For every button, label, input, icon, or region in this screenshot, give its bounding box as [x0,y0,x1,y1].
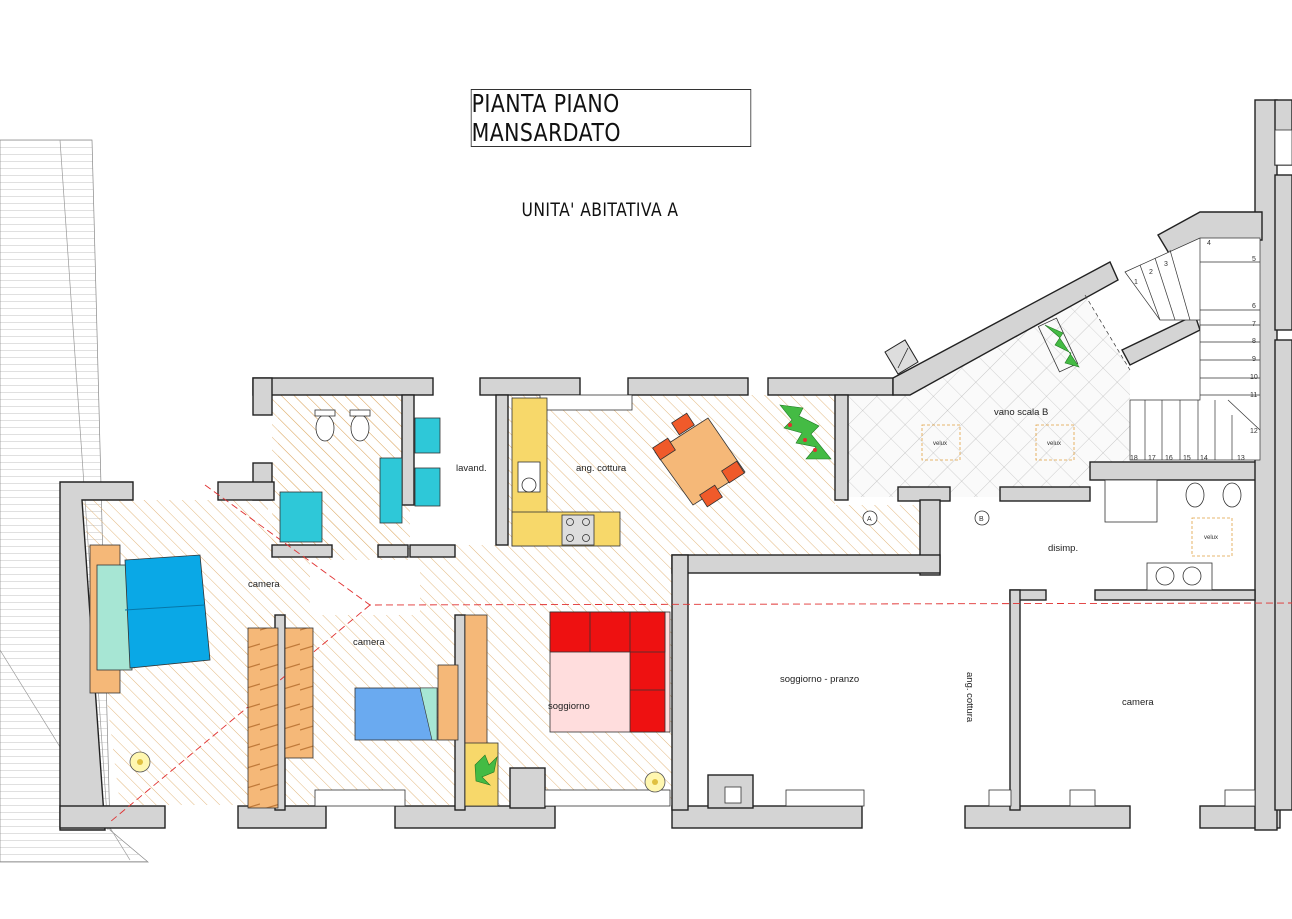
skylight-label: velux [1047,441,1061,447]
room-label-soggiorno: soggiorno [548,701,590,712]
plants [474,317,1080,786]
stair-number: 5 [1252,256,1256,263]
plan-title: PIANTA PIANO MANSARDATO [470,89,752,147]
stair-number: 17 [1148,455,1156,462]
section-markers [862,510,990,526]
section-marker-a: A [867,516,872,523]
kitchen-counter [511,397,621,547]
stair-number: 7 [1252,321,1256,328]
stair-number: 18 [1130,455,1138,462]
stair-number: 10 [1250,374,1258,381]
windows [314,129,1292,807]
dining-table [652,412,746,508]
stair-number: 11 [1250,392,1257,399]
stair-number: 15 [1183,455,1191,462]
stair-number: 1 [1134,279,1138,286]
room-label-disimpegno: disimp. [1048,543,1078,554]
stair-number: 3 [1164,261,1168,268]
room-label-vano-scala: vano scala B [994,407,1048,418]
room-label-angolo-cottura-2: ang. cottura [964,672,975,723]
stair-number: 6 [1252,303,1256,310]
room-label-camera: camera [1122,697,1154,708]
stair-number: 2 [1149,269,1153,276]
unit-label: UNITA' ABITATIVA A [521,199,679,221]
section-marker-b: B [979,516,984,523]
bathroom-fixtures-2 [1104,479,1242,591]
skylights [921,424,1233,557]
stair-number: 8 [1252,338,1256,345]
bathroom-fixtures [279,409,441,543]
stair-number: 16 [1165,455,1173,462]
stair-number: 13 [1237,455,1245,462]
sofa [549,611,671,733]
room-label-camera: camera [353,637,385,648]
staircase [1084,237,1261,461]
chimney [884,339,919,375]
floor-lamps [129,751,666,793]
room-label-angolo-cottura: ang. cottura [576,463,627,474]
section-line [109,484,1292,823]
stair-floor-tiles [848,295,1130,497]
double-bed [89,544,211,694]
room-label-lavanderia: lavand. [456,463,487,474]
stair-number: 14 [1200,455,1208,462]
skylight-label: velux [1204,535,1218,541]
stair-number: 4 [1207,240,1211,247]
stair-step-numbers: 1 2 3 4 5 6 7 8 9 10 11 12 13 14 15 16 1… [1130,240,1258,462]
room-label-camera: camera [248,579,280,590]
stair-number: 12 [1250,428,1258,435]
skylight-label: velux [933,441,947,447]
single-bed [354,664,459,741]
room-label-soggiorno-pranzo: soggiorno - pranzo [780,674,859,685]
stair-number: 9 [1252,356,1256,363]
